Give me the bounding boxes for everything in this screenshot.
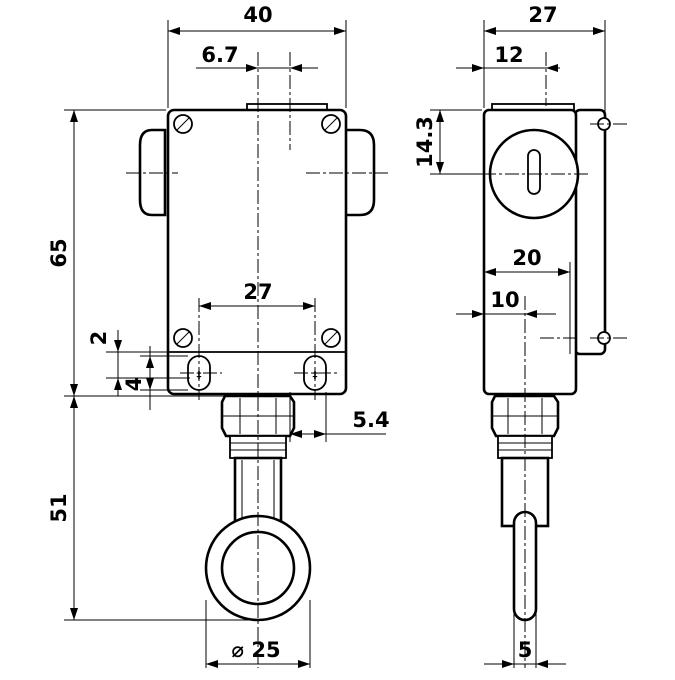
dim-front-hole-spacing: 27 (243, 280, 272, 304)
dim-front-width: 40 (243, 3, 272, 27)
dim-hex-offset: 5.4 (352, 408, 389, 432)
dim-side-depth: 20 (512, 246, 541, 270)
front-housing (166, 108, 348, 396)
dim-eye-diameter: ⌀ 25 (231, 638, 280, 662)
screw-bottom-right (321, 328, 341, 348)
screw-top-right (321, 114, 341, 134)
dim-slot-gap: 2 (87, 331, 111, 346)
dim-side-width: 27 (528, 3, 557, 27)
dim-side-inner: 10 (490, 288, 519, 312)
dim-eye-length: 51 (47, 493, 71, 522)
back-plate (573, 108, 607, 356)
screw-bottom-left (173, 328, 193, 348)
screw-top-left (173, 114, 193, 134)
front-view: ‡ ‡ (64, 20, 388, 668)
dim-front-offset: 6.7 (201, 43, 238, 67)
dim-front-height: 65 (47, 238, 71, 267)
dim-slot-height: 4 (122, 377, 146, 392)
dimension-labels: 40 6.7 27 65 2 4 5.4 51 ⌀ 25 27 12 14.3 … (47, 3, 558, 662)
dim-side-screw-height: 14.3 (413, 116, 437, 168)
dim-side-offset: 12 (494, 43, 523, 67)
knob-slot (527, 149, 541, 195)
dim-side-rod: 5 (518, 638, 533, 662)
side-view (430, 20, 630, 668)
